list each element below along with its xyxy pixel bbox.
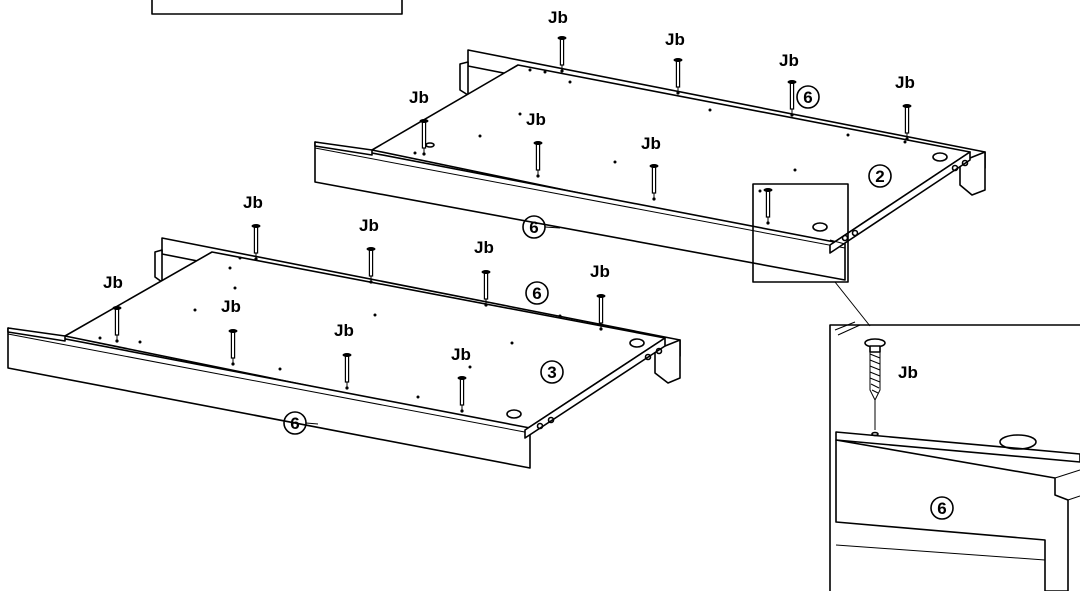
- screw-icon: [112, 306, 122, 343]
- screw-label: Jb: [103, 273, 123, 292]
- screw-label: Jb: [779, 51, 799, 70]
- panel-callout-2: [868, 164, 892, 188]
- screw-icon: [533, 141, 543, 178]
- screw-icon: [228, 329, 238, 366]
- rail-callout-lower-back: [525, 281, 549, 305]
- screw-icon: [763, 188, 773, 225]
- screw-label: Jb: [221, 297, 241, 316]
- lower-front-rail: [7, 327, 531, 469]
- screw-icon: [649, 164, 659, 201]
- screw-icon: [557, 36, 567, 73]
- screw-label: Jb: [590, 262, 610, 281]
- screw-icon: [419, 119, 429, 156]
- screw-label: Jb: [526, 110, 546, 129]
- panel-callout-3: [540, 360, 564, 384]
- panel-label-3: 3: [547, 363, 556, 382]
- screw-label: Jb: [665, 30, 685, 49]
- screw-label: Jb: [548, 8, 568, 27]
- screw-icon: [366, 247, 376, 284]
- detail-view: [829, 321, 1080, 592]
- screw-label: Jb: [474, 238, 494, 257]
- screw-icon: [673, 58, 683, 95]
- upper-front-rail: [314, 141, 846, 281]
- upper-panel-assembly: [314, 49, 986, 281]
- panel-label-2: 2: [875, 167, 884, 186]
- screw-icon: [481, 270, 491, 307]
- screw-icon: [902, 104, 912, 141]
- screw-label: Jb: [895, 73, 915, 92]
- screws-group: [112, 36, 912, 413]
- screw-label: Jb: [334, 321, 354, 340]
- rail-label-lower-front: 6: [290, 414, 299, 433]
- rail-callout-upper-back: [796, 85, 820, 109]
- screw-icon: [596, 294, 606, 331]
- screw-icon: [342, 353, 352, 390]
- lower-panel-assembly: [7, 237, 681, 469]
- screw-label: Jb: [409, 88, 429, 107]
- rail-label-upper-front: 6: [529, 218, 538, 237]
- screw-label: Jb: [451, 345, 471, 364]
- rail-label-lower-back: 6: [532, 284, 541, 303]
- rail-label-upper-back: 6: [803, 88, 812, 107]
- screw-label: Jb: [359, 216, 379, 235]
- screw-icon: [787, 80, 797, 117]
- detail-rail-callout: [930, 496, 954, 520]
- detail-rail-label: 6: [937, 499, 946, 518]
- detail-screw-label: Jb: [898, 363, 918, 382]
- title-box: [151, 0, 403, 15]
- callout-leader: [834, 281, 871, 327]
- screw-label: Jb: [243, 193, 263, 212]
- screw-icon: [251, 224, 261, 261]
- callout-box: [752, 183, 849, 283]
- screw-label: Jb: [641, 134, 661, 153]
- screw-icon: [457, 376, 467, 413]
